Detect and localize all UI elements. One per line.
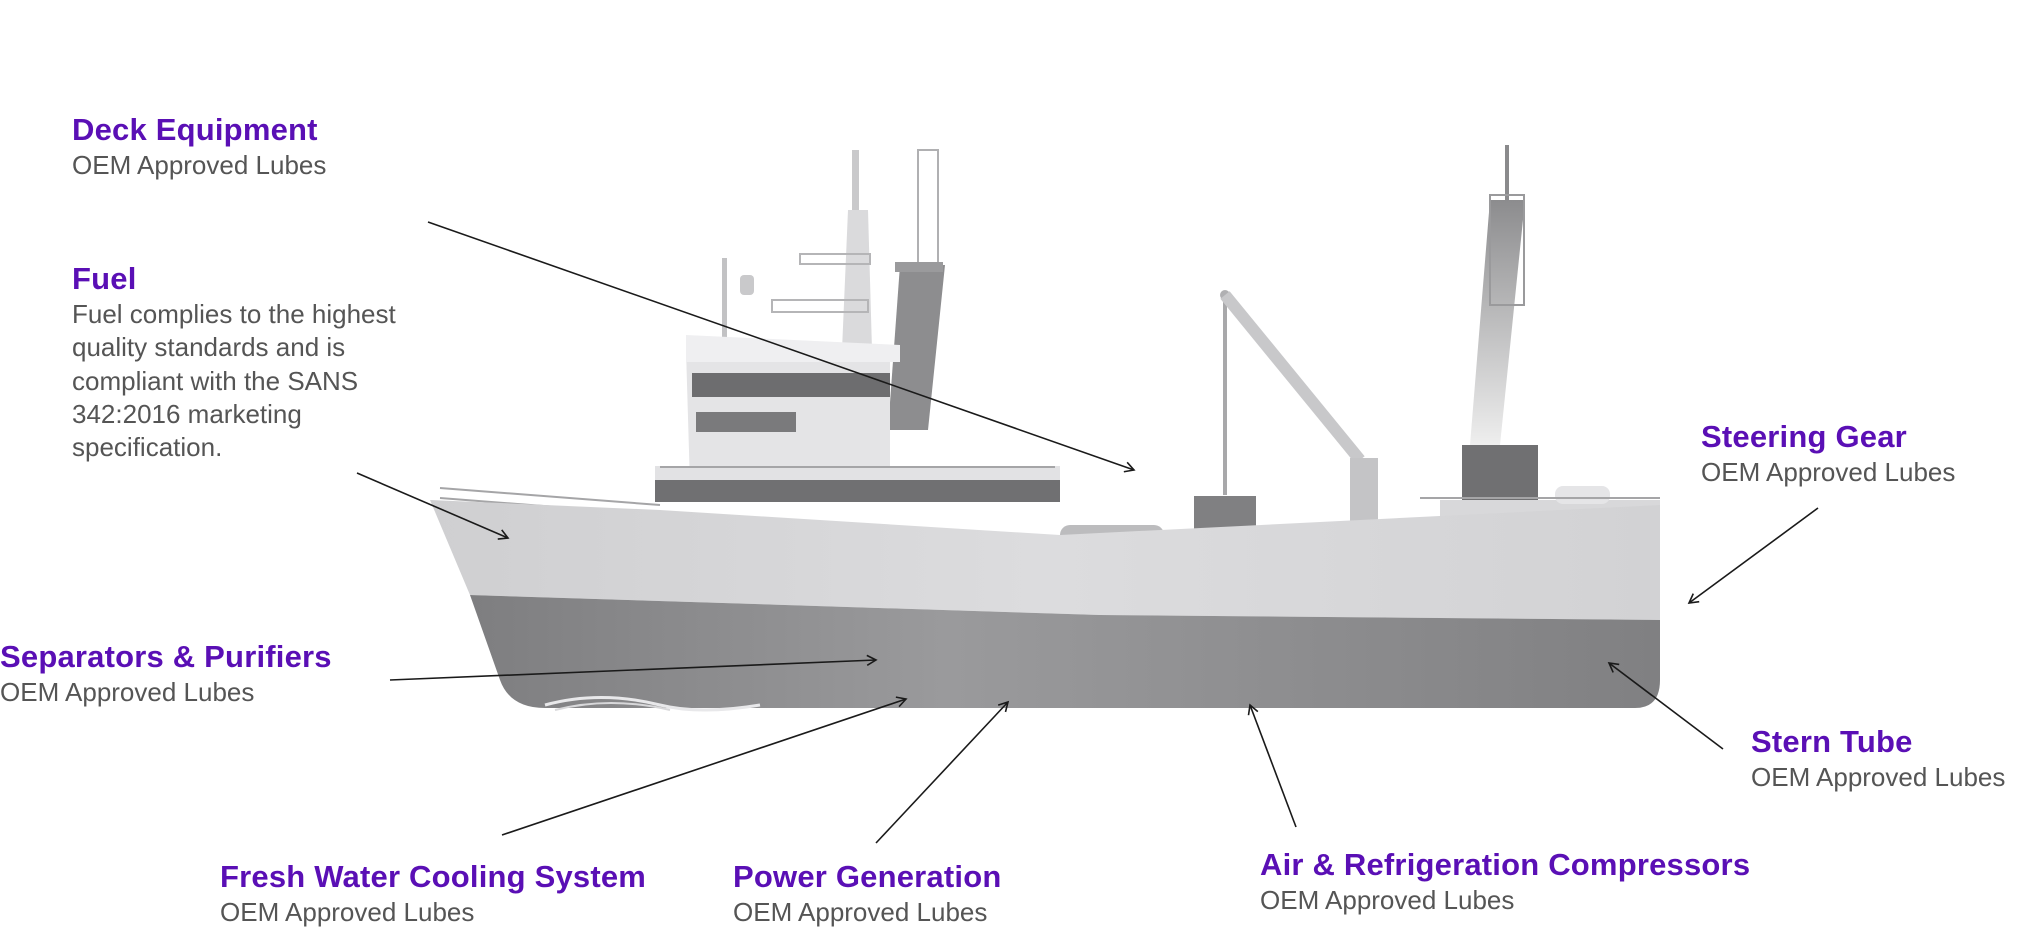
stern-tube-title: Stern Tube (1751, 724, 1913, 759)
separators-desc: OEM Approved Lubes (0, 677, 255, 708)
separators-title: Separators & Purifiers (0, 639, 332, 674)
label-stern-tube: Stern Tube OEM Approved Lubes (1751, 724, 2006, 794)
bridge (655, 335, 1060, 502)
aft-mast (1440, 145, 1660, 550)
label-fresh-water: Fresh Water Cooling System OEM Approved … (220, 859, 647, 929)
stern-tube-desc: OEM Approved Lubes (1751, 762, 2006, 793)
label-power: Power Generation OEM Approved Lubes (733, 859, 1002, 929)
arrow-separators (389, 654, 878, 681)
fuel-title: Fuel (72, 261, 137, 296)
arrow-fuel (356, 472, 510, 540)
label-air-refrigeration: Air & Refrigeration Compressors OEM Appr… (1260, 847, 1751, 917)
deck-equipment-desc: OEM Approved Lubes (72, 150, 327, 181)
ship (430, 145, 1660, 712)
air-refrigeration-title: Air & Refrigeration Compressors (1260, 847, 1751, 882)
fresh-water-title: Fresh Water Cooling System (220, 859, 647, 894)
arrow-air-refrigeration (1247, 703, 1297, 828)
fuel-desc: Fuel complies to the highest quality sta… (72, 299, 396, 463)
fresh-water-desc: OEM Approved Lubes (220, 897, 475, 928)
arrow-steering-gear (1687, 507, 1819, 604)
steering-gear-desc: OEM Approved Lubes (1701, 457, 1956, 488)
foremast (722, 150, 872, 350)
power-title: Power Generation (733, 859, 1002, 894)
callout-arrows (356, 221, 1819, 844)
hull (430, 500, 1660, 712)
arrow-stern-tube (1607, 662, 1724, 750)
air-refrigeration-desc: OEM Approved Lubes (1260, 885, 1515, 916)
arrow-power (875, 700, 1010, 844)
radar-mast (888, 149, 945, 430)
label-deck-equipment: Deck Equipment OEM Approved Lubes (72, 112, 327, 182)
arrow-fresh-water (501, 696, 908, 836)
deck-equipment-title: Deck Equipment (72, 112, 318, 147)
label-fuel: Fuel Fuel complies to the highest qualit… (72, 261, 432, 464)
power-desc: OEM Approved Lubes (733, 897, 988, 928)
label-separators: Separators & Purifiers OEM Approved Lube… (0, 639, 332, 709)
crane (1060, 290, 1378, 548)
label-steering-gear: Steering Gear OEM Approved Lubes (1701, 419, 1956, 489)
steering-gear-title: Steering Gear (1701, 419, 1907, 454)
arrow-deck-equipment (427, 221, 1136, 473)
